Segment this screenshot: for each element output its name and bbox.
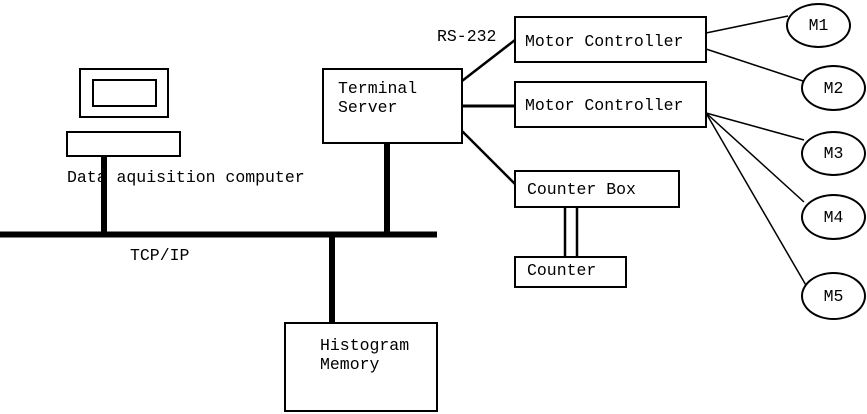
counter-box-node: Counter Box [514,170,680,208]
computer-keyboard-icon [66,131,181,157]
computer-screen-icon [92,79,157,107]
motor-controller-top-to-m2-line [705,48,804,82]
motor-controller-bottom-to-m5-line [705,112,808,288]
motor-m5-label: M5 [823,286,844,306]
motor-m2-label: M2 [823,78,844,98]
motor-m1-label: M1 [808,16,829,35]
motor-m4-label: M4 [823,207,844,227]
terminal-server-to-motor-controller-top-line [461,39,516,82]
motor-controller-top-node: Motor Controller [514,16,707,63]
motor-node-m5: M5 [801,272,866,320]
data-acquisition-computer-label: Data aquisition computer [67,168,305,187]
histogram-memory-node: Histogram Memory [284,322,438,412]
motor-m3-label: M3 [823,144,844,163]
motor-controller-bottom-to-m4-line [705,112,805,203]
counter-box-label: Counter Box [527,179,636,199]
motor-controller-bottom-node: Motor Controller [514,81,707,128]
motor-node-m4: M4 [801,194,866,240]
motor-controller-bottom-label: Motor Controller [525,96,684,115]
terminal-server-label: Terminal Server [338,79,418,117]
terminal-server-to-counter-box-line [461,130,516,185]
motor-node-m2: M2 [801,65,866,111]
tcpip-bus-label: TCP/IP [130,246,190,265]
motor-node-m3: M3 [801,131,866,176]
histogram-memory-label: Histogram Memory [320,336,410,374]
motor-controller-top-label: Motor Controller [525,32,684,51]
counter-label: Counter [527,260,597,280]
rs232-link-label: RS-232 [437,27,497,46]
terminal-server-node: Terminal Server [322,68,463,144]
counter-node: Counter [514,256,627,288]
motor-controller-top-to-m1-line [705,15,789,34]
motor-controller-bottom-to-m3-line [705,112,805,141]
motor-node-m1: M1 [786,3,851,48]
